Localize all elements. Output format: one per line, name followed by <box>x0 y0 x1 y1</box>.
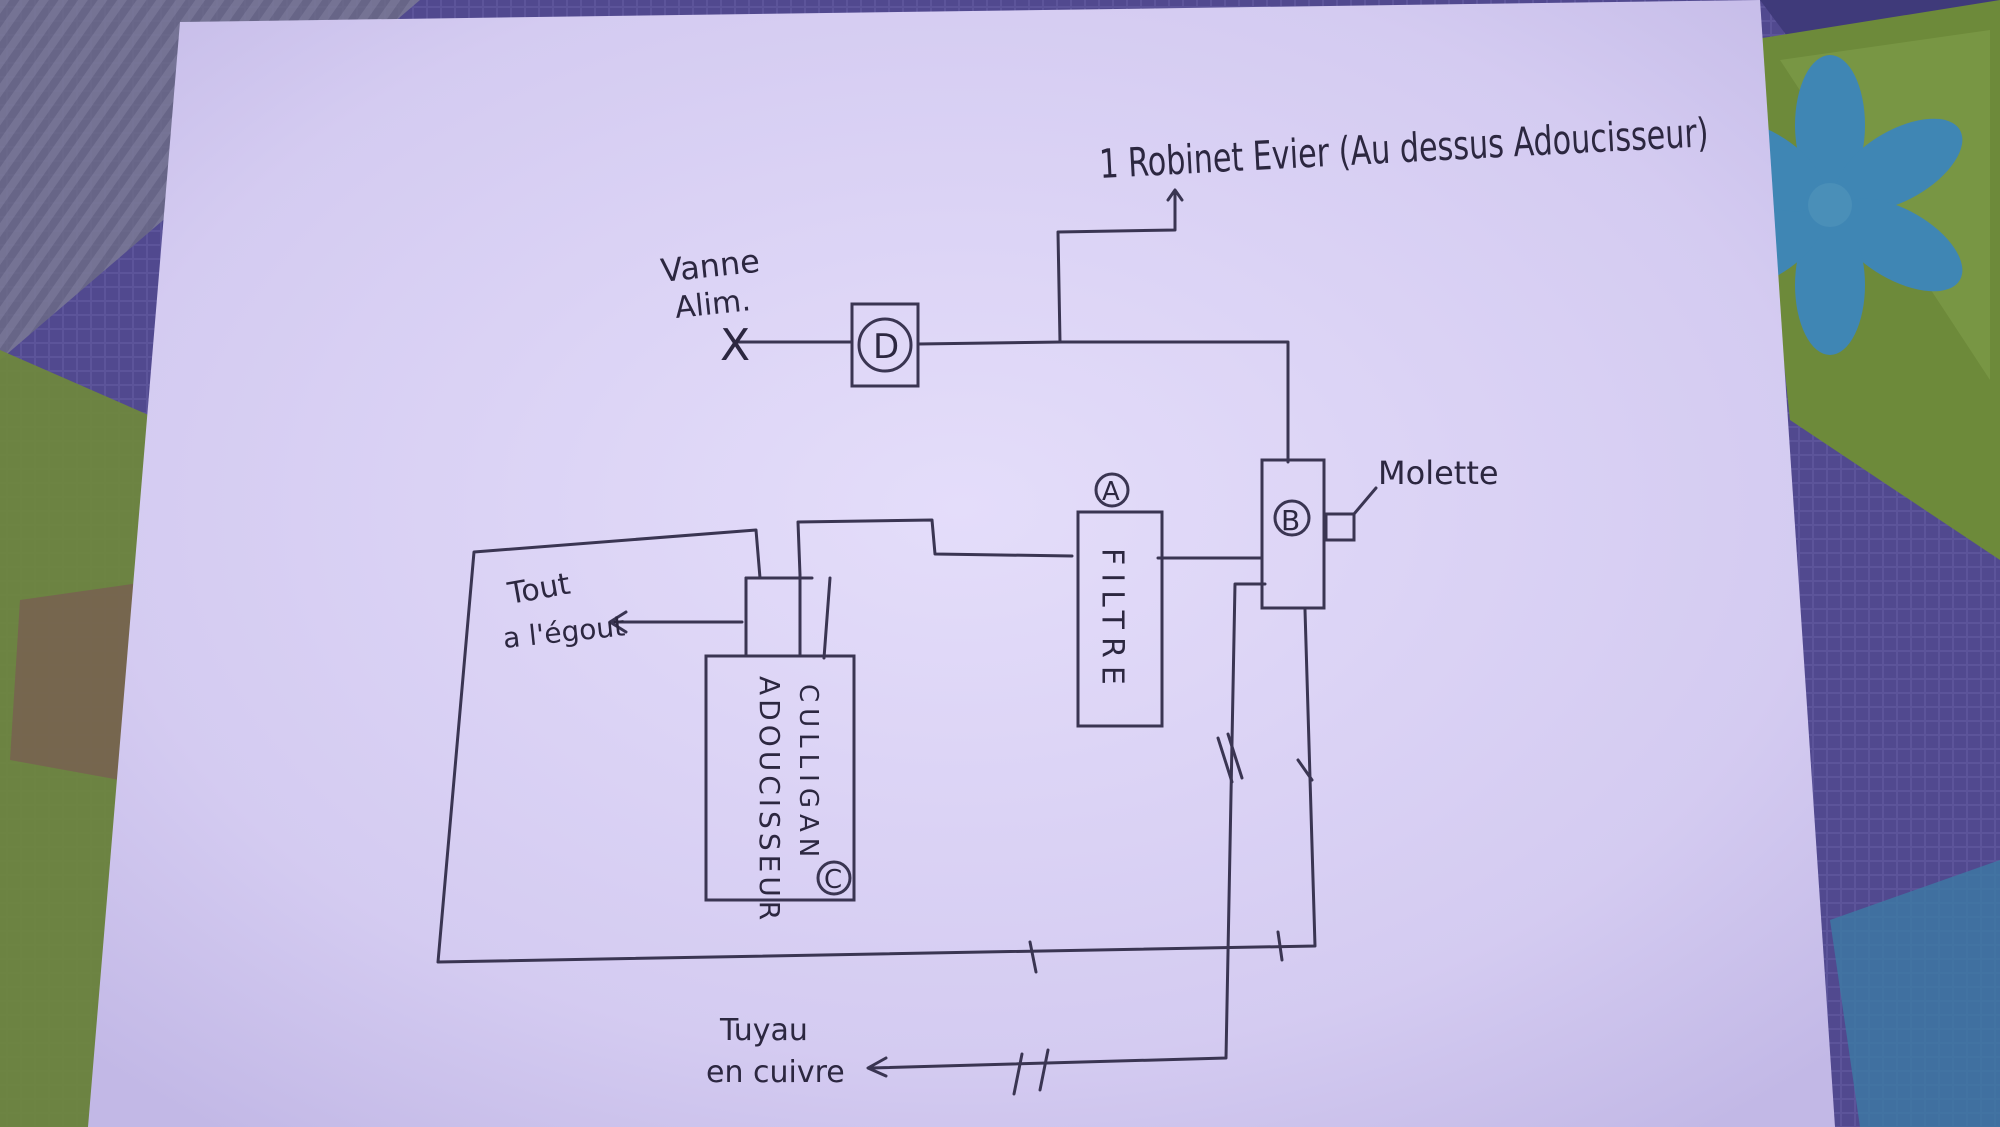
vanne-b-letter: B <box>1281 504 1300 537</box>
vanne-x-mark: X <box>720 320 750 371</box>
adoucisseur-letter: C <box>824 865 842 895</box>
tuyau-label: Tuyau en cuivre <box>706 1013 845 1090</box>
compteur-d: D <box>850 302 920 388</box>
compteur-letter: D <box>873 327 899 367</box>
vanne-label-line2: Alim. <box>673 283 752 326</box>
filtre-text: FILTRE <box>1095 548 1130 693</box>
filtre-a: A FILTRE <box>1076 472 1164 728</box>
pipe-network <box>436 188 1317 1096</box>
tuyau-line2: en cuivre <box>706 1055 845 1090</box>
molette-label: Molette <box>1378 454 1499 492</box>
tuyau-line1: Tuyau <box>719 1013 808 1048</box>
culligan-text: CULLIGAN <box>793 684 823 863</box>
filtre-letter: A <box>1102 477 1120 507</box>
paper-sheet <box>88 0 1835 1127</box>
adoucisseur-text: ADOUCISSEUR <box>753 676 786 924</box>
vanne-b: B <box>1260 458 1378 610</box>
adoucisseur-c: ADOUCISSEUR CULLIGAN C <box>704 654 856 924</box>
